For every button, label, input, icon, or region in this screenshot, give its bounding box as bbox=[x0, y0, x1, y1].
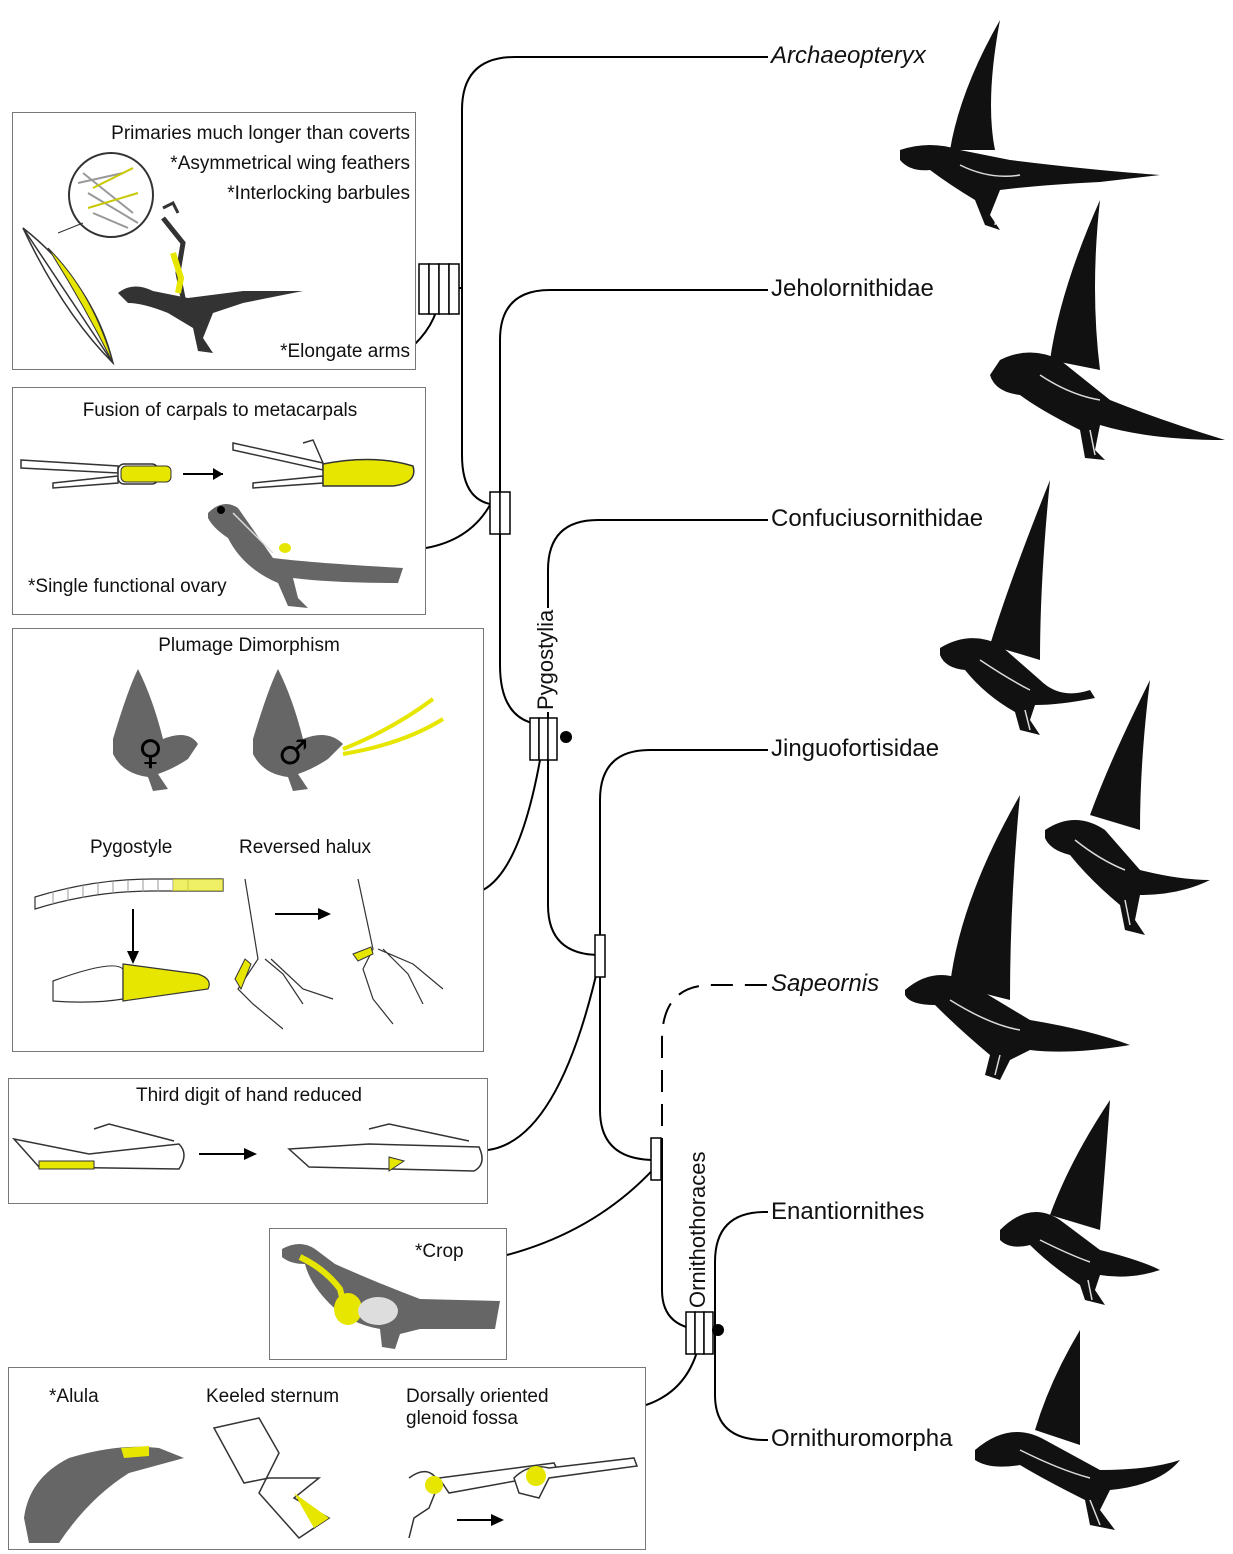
synapomorphy-bar bbox=[530, 718, 539, 760]
clade-label-pygostylia: Pygostylia bbox=[533, 608, 559, 712]
synapomorphy-bar bbox=[686, 1312, 695, 1354]
archaeopteryx-silhouette bbox=[900, 20, 1160, 230]
synapomorphy-bar bbox=[490, 492, 500, 534]
synapomorphy-bar bbox=[651, 1138, 661, 1180]
crop-illustration bbox=[270, 1229, 508, 1361]
connector-crop bbox=[507, 1162, 660, 1255]
connector-carpals bbox=[426, 505, 500, 548]
node-dot-ornithothoraces bbox=[712, 1324, 724, 1336]
male-symbol: ♂ bbox=[278, 733, 308, 773]
clade-label-ornithothoraces: Ornithothoraces bbox=[685, 1149, 711, 1310]
synapomorphy-bar bbox=[704, 1312, 713, 1354]
synapomorphy-box-crop: *Crop bbox=[269, 1228, 507, 1360]
branch-archaeopteryx bbox=[462, 57, 770, 280]
taxon-jinguofortisidae: Jinguofortisidae bbox=[768, 735, 942, 763]
jinguofortisidae-silhouette bbox=[1045, 680, 1210, 935]
synapomorphy-box-pygostylia: Plumage Dimorphism Pygostyle Reversed ha… bbox=[12, 628, 484, 1052]
synapomorphy-bar bbox=[439, 264, 449, 314]
branch-sapeornis bbox=[662, 985, 770, 1160]
branch-jinguofortisidae bbox=[600, 750, 770, 955]
synapomorphy-bar bbox=[539, 718, 548, 760]
female-symbol: ♀ bbox=[138, 733, 163, 773]
connector-digit bbox=[488, 958, 600, 1150]
synapomorphy-bar bbox=[449, 264, 459, 314]
synapomorphy-box-carpals: Fusion of carpals to metacarpals *Single… bbox=[12, 387, 426, 615]
synapomorphy-bar bbox=[595, 935, 605, 977]
branch-jeholornithidae bbox=[500, 290, 770, 505]
synapomorphy-box-digit: Third digit of hand reduced bbox=[8, 1078, 488, 1204]
taxon-jeholornithidae: Jeholornithidae bbox=[768, 275, 937, 303]
synapomorphy-box-ornithothoraces: *Alula Keeled sternum Dorsally oriented … bbox=[8, 1367, 646, 1550]
branch-confuciusornithidae bbox=[548, 520, 770, 725]
feather-and-skeleton-illustration bbox=[13, 113, 417, 371]
carpal-fusion-illustration bbox=[13, 388, 427, 616]
synapomorphy-box-paraves: Primaries much longer than coverts *Asym… bbox=[12, 112, 416, 370]
synapomorphy-bar bbox=[548, 718, 557, 760]
taxon-sapeornis: Sapeornis bbox=[768, 970, 882, 998]
synapomorphy-bar bbox=[500, 492, 510, 534]
dimorphism-pygostyle-halux-illustration: ♀ ♂ bbox=[13, 629, 485, 1053]
synapomorphy-bar bbox=[429, 264, 439, 314]
branch-ornithuromorpha bbox=[715, 1330, 770, 1440]
taxon-confuciusornithidae: Confuciusornithidae bbox=[768, 505, 986, 533]
enantiornithes-silhouette bbox=[1000, 1100, 1160, 1305]
alula-sternum-glenoid-illustration bbox=[9, 1368, 647, 1551]
taxon-ornithuromorpha: Ornithuromorpha bbox=[768, 1425, 955, 1453]
jeholornithidae-silhouette bbox=[990, 200, 1225, 460]
branch-enantiornithes bbox=[715, 1212, 770, 1330]
taxon-archaeopteryx: Archaeopteryx bbox=[768, 42, 929, 70]
hand-digit-illustration bbox=[9, 1079, 489, 1205]
branch-avialae-stem bbox=[462, 280, 500, 505]
ornithuromorpha-silhouette bbox=[975, 1330, 1180, 1530]
taxon-enantiornithes: Enantiornithes bbox=[768, 1198, 927, 1226]
branch-post-jinguo bbox=[600, 955, 655, 1160]
node-dot-pygostylia bbox=[560, 731, 572, 743]
synapomorphy-bar bbox=[695, 1312, 704, 1354]
synapomorphy-bar bbox=[419, 264, 429, 314]
